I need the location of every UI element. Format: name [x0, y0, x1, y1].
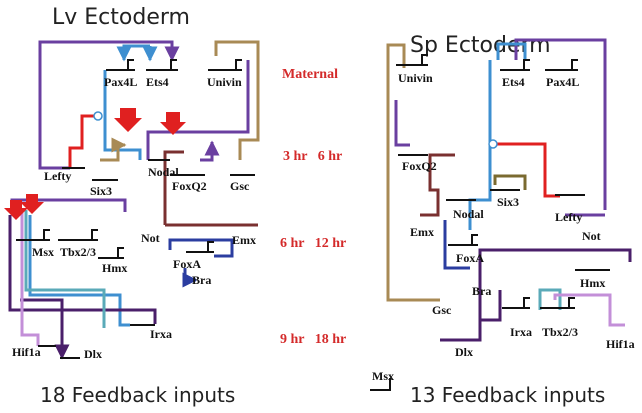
sp-label-six3: Six3	[497, 195, 519, 209]
sp-label-msx: Msx	[372, 369, 394, 383]
lv-gene-univin	[208, 59, 242, 71]
sp-label-lefty: Lefty	[555, 210, 582, 224]
sp-gene-msx	[370, 378, 391, 391]
sp-brown-emx	[420, 153, 455, 217]
lv-teal	[24, 210, 106, 328]
sp-gene-foxa	[448, 234, 478, 246]
lv-label-dlx: Dlx	[84, 347, 102, 361]
lv-label-emx: Emx	[232, 233, 256, 247]
sp-red-lefty	[495, 142, 560, 198]
lv-red-arrow-4	[20, 194, 44, 214]
lv-darkpurple-hmx	[8, 215, 157, 324]
lv-gene-hmx	[98, 247, 124, 259]
sp-label-pax4l: Pax4L	[546, 75, 579, 89]
sp-label-bra: Bra	[472, 284, 491, 298]
sp-gene-pax4l	[545, 59, 578, 71]
lv-tan-univin	[214, 40, 260, 160]
time-9-18: 9 hr 18 hr	[280, 332, 346, 347]
sp-label-hmx: Hmx	[580, 276, 605, 290]
lv-purple-nodal	[146, 60, 250, 160]
sp-olive-six3	[493, 174, 527, 190]
sp-label-gsc: Gsc	[432, 303, 452, 317]
lv-gene-msx	[16, 229, 50, 241]
sp-label-foxq2: FoxQ2	[402, 159, 437, 173]
sp-blue-down	[468, 60, 492, 230]
time-maternal: Maternal	[282, 67, 338, 82]
lv-label-pax4l: Pax4L	[104, 75, 137, 89]
lv-label-lefty: Lefty	[44, 169, 71, 183]
lv-red-arrow-2	[160, 112, 186, 135]
sp-gene-tbx	[540, 297, 575, 309]
sp-navy-foxa	[443, 220, 470, 270]
lv-gene-pax4l	[106, 59, 135, 71]
lv-navy-bra	[182, 268, 198, 288]
sp-label-irxa: Irxa	[510, 325, 532, 339]
lv-label-ets4: Ets4	[146, 75, 169, 89]
lv-label-gsc: Gsc	[230, 179, 250, 193]
sp-tan-outer	[386, 43, 440, 302]
sp-label-univin: Univin	[398, 71, 433, 85]
title-right: Sp Ectoderm	[410, 33, 551, 58]
lv-repress-node	[93, 111, 103, 121]
lv-red-arrow-1	[114, 108, 142, 132]
sp-gene-irxa	[502, 297, 530, 309]
lv-lilac	[20, 210, 40, 346]
lv-purple-foxq2	[200, 140, 220, 162]
sp-teal	[538, 288, 562, 310]
lv-label-msx: Msx	[32, 245, 54, 259]
sp-label-foxa: FoxA	[456, 251, 484, 265]
sp-label-hif1a: Hif1a	[606, 337, 635, 351]
sp-purple-foxq2	[394, 100, 410, 147]
sp-gene-univin	[396, 54, 428, 66]
lv-label-univin: Univin	[207, 75, 242, 89]
lv-label-hif1a: Hif1a	[12, 345, 41, 359]
lv-red-lefty	[68, 114, 97, 168]
lv-darkpurple-dlx	[20, 298, 70, 360]
lv-label-six3: Six3	[90, 184, 112, 198]
sp-label-dlx: Dlx	[455, 345, 473, 359]
lv-brown-emx	[163, 150, 184, 225]
sp-network: Univin Ets4 Pax4L FoxQ2 Emx Nodal Six3 L…	[370, 38, 635, 391]
lv-gene-foxa	[186, 241, 214, 253]
sp-repress-node	[488, 139, 498, 149]
footer-right: 13 Feedback inputs	[410, 383, 605, 407]
lv-blue-left	[28, 215, 130, 327]
sp-label-tbx: Tbx2/3	[542, 325, 578, 339]
sp-label-ets4: Ets4	[502, 75, 525, 89]
lv-label-not: Not	[141, 231, 160, 245]
lv-red-arrow-3	[4, 200, 28, 220]
lv-label-foxa: FoxA	[173, 257, 201, 271]
footer-left: 18 Feedback inputs	[40, 383, 235, 407]
title-left: Lv Ectoderm	[52, 5, 190, 30]
sp-darkpurple-dlx	[440, 290, 502, 342]
sp-blue-main	[496, 42, 527, 60]
lv-label-tbx: Tbx2/3	[60, 245, 96, 259]
lv-gene-ets4	[146, 59, 178, 71]
lv-label-hmx: Hmx	[102, 261, 127, 275]
sp-purple-outer	[514, 38, 607, 210]
time-3-6: 3 hr 6 hr	[283, 149, 342, 164]
sp-darkpurple-hmx	[478, 248, 632, 320]
lv-tan-six	[100, 137, 127, 162]
lv-label-nodal: Nodal	[148, 165, 179, 179]
time-6-12: 6 hr 12 hr	[280, 236, 346, 251]
sp-lilac	[553, 293, 625, 327]
lv-label-bra: Bra	[192, 273, 211, 287]
lv-blue-ets-pax	[116, 44, 150, 62]
lv-network: Pax4L Ets4 Univin Lefty Six3 Nodal FoxQ2…	[4, 40, 260, 361]
sp-label-emx: Emx	[410, 225, 434, 239]
lv-gene-tbx	[58, 229, 98, 241]
lv-label-irxa: Irxa	[150, 327, 172, 341]
sp-gene-ets4	[500, 59, 530, 71]
lv-navy-foxa	[168, 238, 234, 258]
sp-label-not: Not	[582, 229, 601, 243]
sp-label-nodal: Nodal	[453, 207, 484, 221]
lv-label-foxq2: FoxQ2	[172, 179, 207, 193]
